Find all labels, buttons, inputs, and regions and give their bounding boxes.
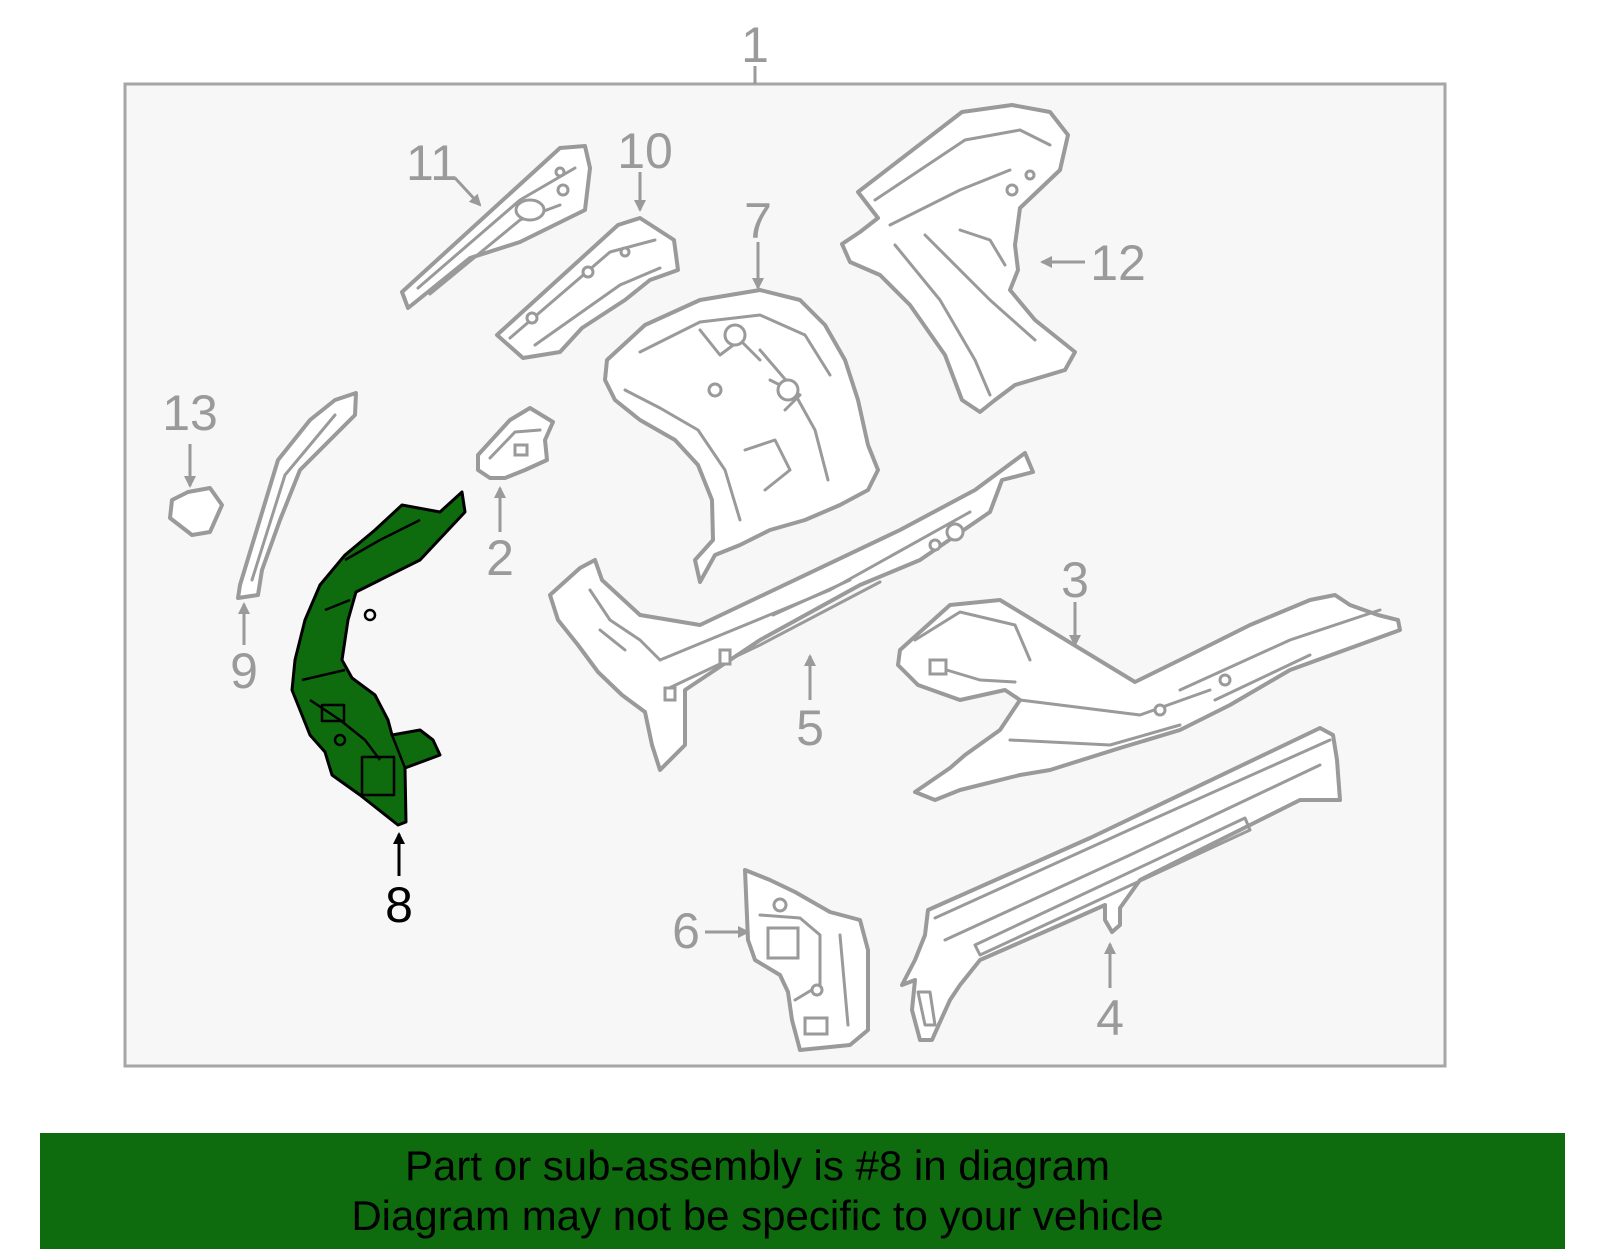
callout-8: 8 bbox=[385, 877, 413, 933]
callout-9: 9 bbox=[230, 643, 258, 699]
part-9[interactable] bbox=[236, 391, 358, 600]
part-6[interactable] bbox=[743, 868, 870, 1052]
callout-2: 2 bbox=[486, 530, 514, 586]
part-5[interactable] bbox=[548, 451, 1035, 772]
callout-5: 5 bbox=[796, 700, 824, 756]
banner-line-1: Part or sub-assembly is #8 in diagram bbox=[405, 1142, 1110, 1189]
part-8-highlighted[interactable] bbox=[290, 490, 467, 827]
callout-3: 3 bbox=[1061, 552, 1089, 608]
part-12[interactable] bbox=[840, 103, 1077, 414]
part-7[interactable] bbox=[603, 288, 880, 584]
callout-4: 4 bbox=[1096, 990, 1124, 1046]
callout-11: 11 bbox=[406, 135, 458, 191]
callout-7: 7 bbox=[744, 193, 772, 249]
leader-11 bbox=[453, 176, 482, 207]
callout-1: 1 bbox=[741, 17, 769, 73]
callout-6: 6 bbox=[672, 903, 700, 959]
part-2[interactable] bbox=[476, 406, 555, 480]
part-11[interactable] bbox=[400, 144, 592, 310]
banner-line-2: Diagram may not be specific to your vehi… bbox=[351, 1192, 1164, 1239]
callout-12: 12 bbox=[1090, 235, 1146, 291]
part-4[interactable] bbox=[900, 726, 1342, 1042]
callout-10: 10 bbox=[617, 123, 673, 179]
info-banner: Part or sub-assembly is #8 in diagram Di… bbox=[40, 1133, 1565, 1249]
part-3[interactable] bbox=[896, 593, 1402, 802]
part-10[interactable] bbox=[495, 216, 680, 360]
callout-13: 13 bbox=[162, 385, 218, 441]
part-13[interactable] bbox=[168, 486, 224, 537]
